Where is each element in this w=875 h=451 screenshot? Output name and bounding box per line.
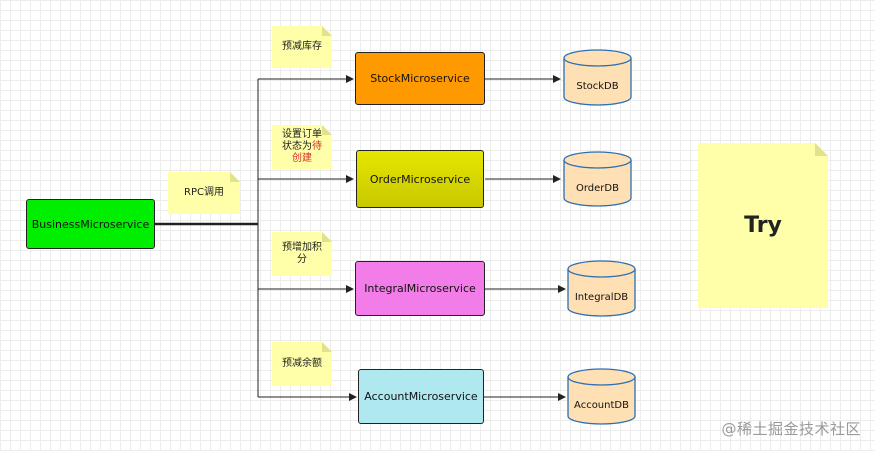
note-rpc-call[interactable]: RPC调用 bbox=[168, 172, 240, 214]
order-db-label: OrderDB bbox=[576, 182, 619, 194]
account-microservice-box[interactable]: AccountMicroservice bbox=[358, 369, 484, 424]
stock-db-cylinder[interactable]: StockDB bbox=[563, 49, 632, 106]
note-integral-line2: 分 bbox=[297, 254, 307, 265]
note-order[interactable]: 设置订单 状态为待 创建 bbox=[272, 125, 332, 169]
note-account[interactable]: 预减余额 bbox=[272, 342, 332, 386]
note-order-line2-a: 状态为 bbox=[282, 141, 312, 152]
integral-microservice-box[interactable]: IntegralMicroservice bbox=[355, 261, 485, 316]
note-account-text: 预减余额 bbox=[282, 358, 322, 369]
stock-microservice-box[interactable]: StockMicroservice bbox=[355, 52, 485, 105]
note-integral-line1: 预增加积 bbox=[282, 242, 322, 253]
account-db-label: AccountDB bbox=[574, 400, 629, 411]
stock-microservice-label: StockMicroservice bbox=[370, 72, 470, 85]
order-db-cylinder[interactable]: OrderDB bbox=[563, 151, 632, 207]
note-rpc-call-text: RPC调用 bbox=[184, 187, 224, 198]
note-order-line1: 设置订单 bbox=[282, 129, 322, 140]
note-stock-text: 预减库存 bbox=[282, 41, 322, 52]
business-microservice-label: BusinessMicroservice bbox=[31, 217, 150, 231]
note-phase-try-text: Try bbox=[744, 212, 782, 238]
order-microservice-label: OrderMicroservice bbox=[369, 172, 471, 186]
integral-db-cylinder[interactable]: IntegralDB bbox=[567, 260, 636, 317]
account-db-cylinder[interactable]: AccountDB bbox=[567, 368, 636, 425]
account-microservice-label: AccountMicroservice bbox=[364, 390, 478, 403]
note-order-line2-b: 待 bbox=[312, 141, 322, 152]
integral-db-label: IntegralDB bbox=[574, 292, 629, 303]
integral-microservice-label: IntegralMicroservice bbox=[364, 282, 476, 295]
watermark: @稀土掘金技术社区 bbox=[721, 420, 861, 438]
note-stock[interactable]: 预减库存 bbox=[272, 26, 332, 68]
note-phase-try[interactable]: Try bbox=[698, 143, 828, 308]
note-order-line3: 创建 bbox=[292, 153, 312, 164]
order-microservice-box[interactable]: OrderMicroservice bbox=[356, 150, 484, 208]
business-microservice-box[interactable]: BusinessMicroservice bbox=[26, 199, 155, 249]
note-integral[interactable]: 预增加积 分 bbox=[272, 232, 332, 276]
stock-db-label: StockDB bbox=[576, 81, 619, 92]
